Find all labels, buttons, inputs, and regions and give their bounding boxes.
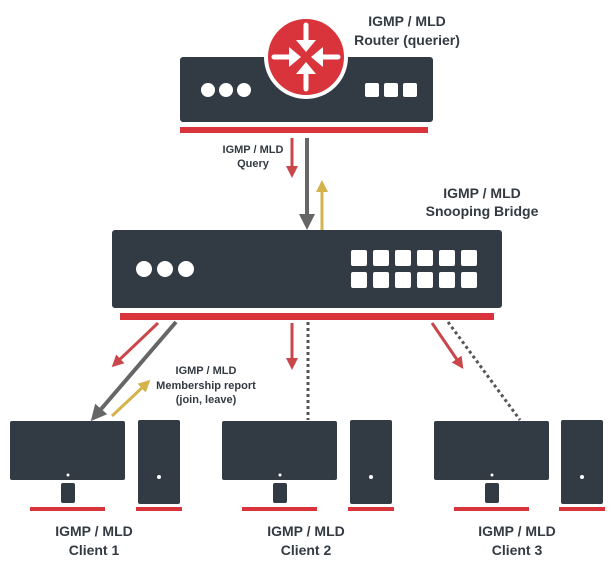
tower-case-icon [348,420,394,511]
client1-title-line1: IGMP / MLD [55,523,133,539]
switch-ports-icon [351,250,477,288]
report-label-line1: IGMP / MLD [176,365,237,377]
client2-title-line2: Client 2 [281,542,332,558]
query-arrow-client3 [430,322,464,369]
client2-device [222,420,394,511]
forward-arrow-client1 [90,320,178,422]
client1-title-line2: Client 1 [69,542,120,558]
client1-device [10,420,182,511]
query-label-line1: IGMP / MLD [223,144,284,156]
tower-case-icon [136,420,182,511]
report-label-line3: (join, leave) [176,394,237,406]
router-arrows-icon [264,15,348,99]
client3-title-line2: Client 3 [492,542,543,558]
router-device [180,15,433,133]
desktop-computer-icon [434,421,549,511]
bridge-title-line2: Snooping Bridge [426,203,539,219]
bridge-title-line1: IGMP / MLD [443,185,521,201]
client2-title-line1: IGMP / MLD [267,523,345,539]
tower-case-icon [559,420,605,511]
router-led-icon [201,83,251,97]
query-arrow-client1 [111,321,160,368]
bridge-led-icon [136,261,194,277]
router-port-icon [365,83,417,97]
router-title-line2: Router (querier) [354,32,460,48]
report-label-line2: Membership report [156,380,256,392]
query-label-line2: Query [237,158,270,170]
report-arrow-client1 [110,379,151,418]
router-base-bar [180,127,428,133]
client3-title-line1: IGMP / MLD [478,523,556,539]
bridge-device [112,230,502,320]
bridge-base-bar [120,313,494,320]
desktop-computer-icon [10,421,125,511]
dotted-link-client3 [446,321,522,421]
client3-device [434,420,605,511]
desktop-computer-icon [222,421,337,511]
router-title-line1: IGMP / MLD [368,13,446,29]
